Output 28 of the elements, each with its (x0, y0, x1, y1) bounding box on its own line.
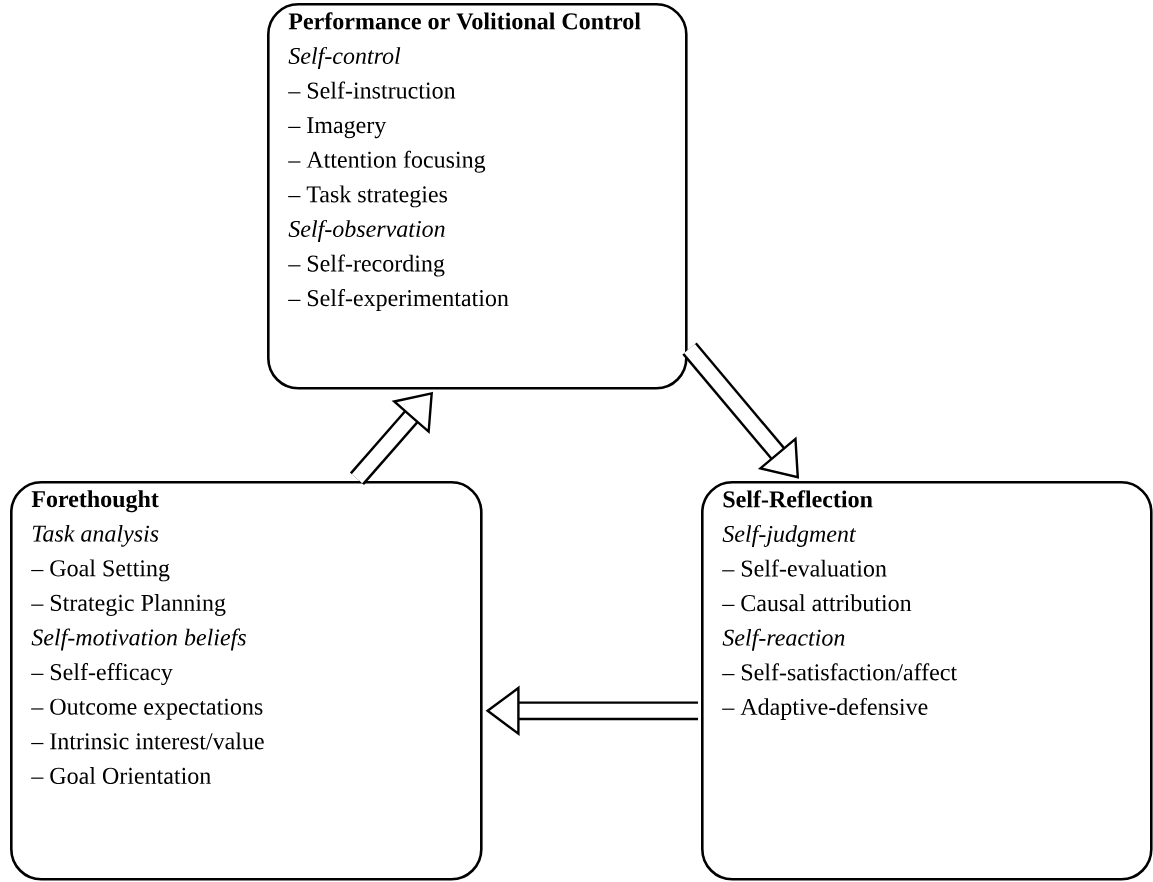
list-item: – Causal attribution (722, 594, 912, 612)
subheading: Self-observation (288, 219, 445, 242)
subheading: Self-control (288, 46, 401, 69)
list-item: – Task strategies (288, 185, 448, 208)
list-item: – Goal Orientation (31, 767, 211, 784)
subheading: Self-reaction (722, 628, 845, 651)
rounded-box (10, 481, 483, 881)
subheading: Task analysis (32, 524, 159, 547)
box-heading: Self-Reflection (723, 490, 873, 508)
box-heading: Performance or Volitional Control (288, 12, 641, 30)
list-item: – Self-satisfaction/affect (722, 663, 957, 681)
list-item: – Intrinsic interest/value (31, 732, 264, 750)
list-item: – Adaptive-defensive (722, 697, 928, 720)
list-item: – Self-experimentation (288, 289, 509, 312)
list-item: – Self-evaluation (722, 559, 887, 577)
list-item: – Imagery (288, 117, 387, 139)
list-item: – Attention focusing (288, 150, 486, 173)
list-item: – Self-instruction (288, 81, 456, 99)
box-heading: Forethought (31, 490, 159, 513)
list-item: – Outcome expectations (31, 698, 263, 720)
list-item: – Self-efficacy (31, 663, 173, 686)
subheading: Self-judgment (722, 524, 857, 547)
subheading: Self-motivation beliefs (31, 628, 246, 651)
rounded-box (267, 3, 688, 390)
list-item: – Strategic Planning (31, 594, 226, 616)
list-item: – Self-recording (288, 254, 445, 277)
rounded-box (701, 481, 1153, 881)
list-item: – Goal Setting (31, 559, 170, 582)
